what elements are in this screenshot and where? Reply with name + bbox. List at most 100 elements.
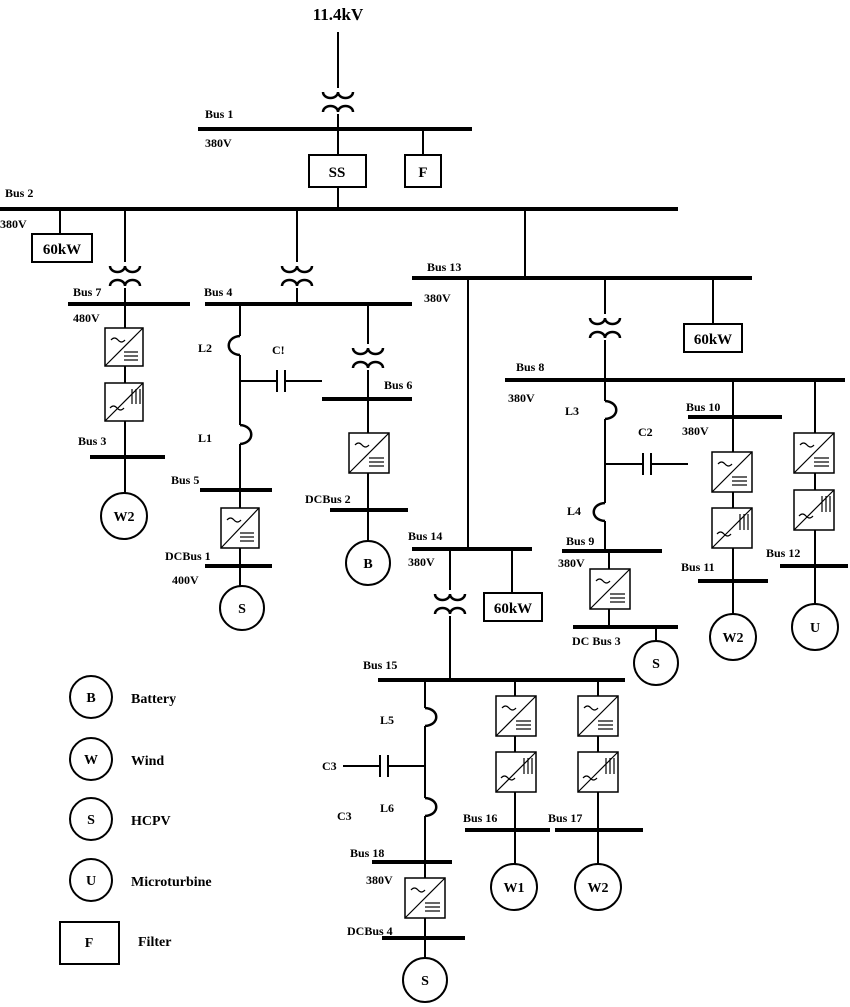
bus-1-label: Bus 1	[205, 107, 233, 121]
wind-source-bus11-label: W2	[723, 631, 744, 646]
transformer-bus15	[433, 593, 467, 615]
legend-symbol-hcpv: S	[87, 813, 95, 828]
bus-7-label: Bus 7	[73, 285, 101, 299]
bus-12-label: Bus 12	[766, 546, 800, 560]
transformer-bus8	[588, 317, 622, 339]
wind-source-bus16	[490, 863, 538, 911]
c2-label: C2	[638, 425, 653, 439]
legend-symbol-battery: B	[86, 691, 95, 706]
bus-6-label: Bus 6	[384, 378, 412, 392]
inverter-bus12	[793, 432, 835, 474]
l4-label: L4	[567, 504, 581, 518]
bus-18-voltage: 380V	[366, 873, 393, 887]
wind-source-bus3	[100, 492, 148, 540]
bus-13-voltage: 380V	[424, 291, 451, 305]
legend-symbol-filter: F	[85, 936, 94, 951]
inverter-dcbus2	[348, 432, 390, 474]
inverter-bus17	[577, 695, 619, 737]
line-impedance-l4	[592, 501, 606, 523]
bus-16-label: Bus 16	[463, 811, 497, 825]
wind-source-bus17-label: W2	[588, 881, 609, 896]
wind-source-bus17	[574, 863, 622, 911]
bus-9-label: Bus 9	[566, 534, 594, 548]
inverter-dcbus3	[589, 568, 631, 610]
transformer-bus7	[108, 265, 142, 287]
load-60kw-bus2-label: 60kW	[43, 242, 81, 258]
pv-source-dcbus4	[402, 957, 448, 1003]
load-60kw-bus2	[31, 233, 93, 263]
dc-bus-1-voltage: 400V	[172, 573, 199, 587]
pv-source-dcbus1	[219, 585, 265, 631]
bus-8-label: Bus 8	[516, 360, 544, 374]
c1-label: C!	[272, 343, 285, 357]
rectifier-bus12	[793, 489, 835, 531]
legend-symbol-wind: W	[84, 753, 98, 768]
inverter-dcbus4	[404, 877, 446, 919]
l5-label: L5	[380, 713, 394, 727]
bus-13-label: Bus 13	[427, 260, 461, 274]
bus-7-voltage: 480V	[73, 311, 100, 325]
substation-box	[308, 154, 367, 188]
line-impedance-l3	[604, 399, 618, 421]
rectifier-bus7	[104, 382, 144, 422]
bus-2-voltage: 380V	[0, 217, 27, 231]
bus-14-label: Bus 14	[408, 529, 442, 543]
bus-8-voltage: 380V	[508, 391, 535, 405]
bus-1-voltage: 380V	[205, 136, 232, 150]
legend-item-hcpv: S HCPV	[69, 797, 171, 841]
rectifier-bus11	[711, 507, 753, 549]
legend-label-filter: Filter	[138, 935, 171, 950]
wind-source-bus3-label: W2	[114, 510, 135, 525]
legend-item-wind: W Wind	[69, 737, 164, 781]
l6-label: L6	[380, 801, 394, 815]
line-impedance-l6	[424, 796, 438, 818]
inverter-bus16	[495, 695, 537, 737]
legend-label-microturbine: Microturbine	[131, 875, 212, 890]
microturbine-source	[791, 603, 839, 651]
c3-label: C3	[322, 759, 337, 773]
transformer-bus4	[280, 265, 314, 287]
legend-item-microturbine: U Microturbine	[69, 858, 212, 902]
pv-source-dcbus3-label: S	[652, 657, 660, 672]
inverter-bus7	[104, 327, 144, 367]
pv-source-dcbus3	[633, 640, 679, 686]
dc-bus-2-label: DCBus 2	[305, 492, 351, 506]
legend: B Battery W Wind S HCPV U Microturbine F…	[59, 675, 212, 965]
bus-2-label: Bus 2	[5, 186, 33, 200]
substation-label: SS	[329, 165, 346, 181]
bus-17-label: Bus 17	[548, 811, 582, 825]
battery-source-label: B	[363, 557, 372, 572]
rectifier-bus17	[577, 751, 619, 793]
bus-10-label: Bus 10	[686, 400, 720, 414]
l1-label: L1	[198, 431, 212, 445]
legend-label-battery: Battery	[131, 692, 176, 707]
bus-11-label: Bus 11	[681, 560, 715, 574]
bus-10-voltage: 380V	[682, 424, 709, 438]
c3-secondary-label: C3	[337, 809, 352, 823]
bus-3-label: Bus 3	[78, 434, 106, 448]
transformer-main	[321, 91, 355, 113]
bus-14-voltage: 380V	[408, 555, 435, 569]
load-60kw-bus14-label: 60kW	[494, 601, 532, 617]
wind-source-bus16-label: W1	[504, 881, 525, 896]
bus-4-label: Bus 4	[204, 285, 232, 299]
dc-bus-1-label: DCBus 1	[165, 549, 211, 563]
inverter-dcbus1	[220, 507, 260, 549]
line-impedance-l2	[227, 334, 241, 357]
l3-label: L3	[565, 404, 579, 418]
legend-item-filter: F Filter	[59, 921, 171, 965]
dc-bus-3-label: DC Bus 3	[572, 634, 621, 648]
dc-bus-4-label: DCBus 4	[347, 924, 393, 938]
inverter-bus10	[711, 451, 753, 493]
load-60kw-bus13-label: 60kW	[694, 332, 732, 348]
filter-box	[404, 154, 442, 188]
filter-label: F	[418, 165, 427, 181]
bus-15-label: Bus 15	[363, 658, 397, 672]
microturbine-source-label: U	[810, 621, 820, 636]
transformer-bus6	[351, 347, 385, 369]
legend-item-battery: B Battery	[69, 675, 176, 719]
pv-source-dcbus1-label: S	[238, 602, 246, 617]
source-voltage-label: 11.4kV	[313, 5, 364, 24]
bus-9-voltage: 380V	[558, 556, 585, 570]
